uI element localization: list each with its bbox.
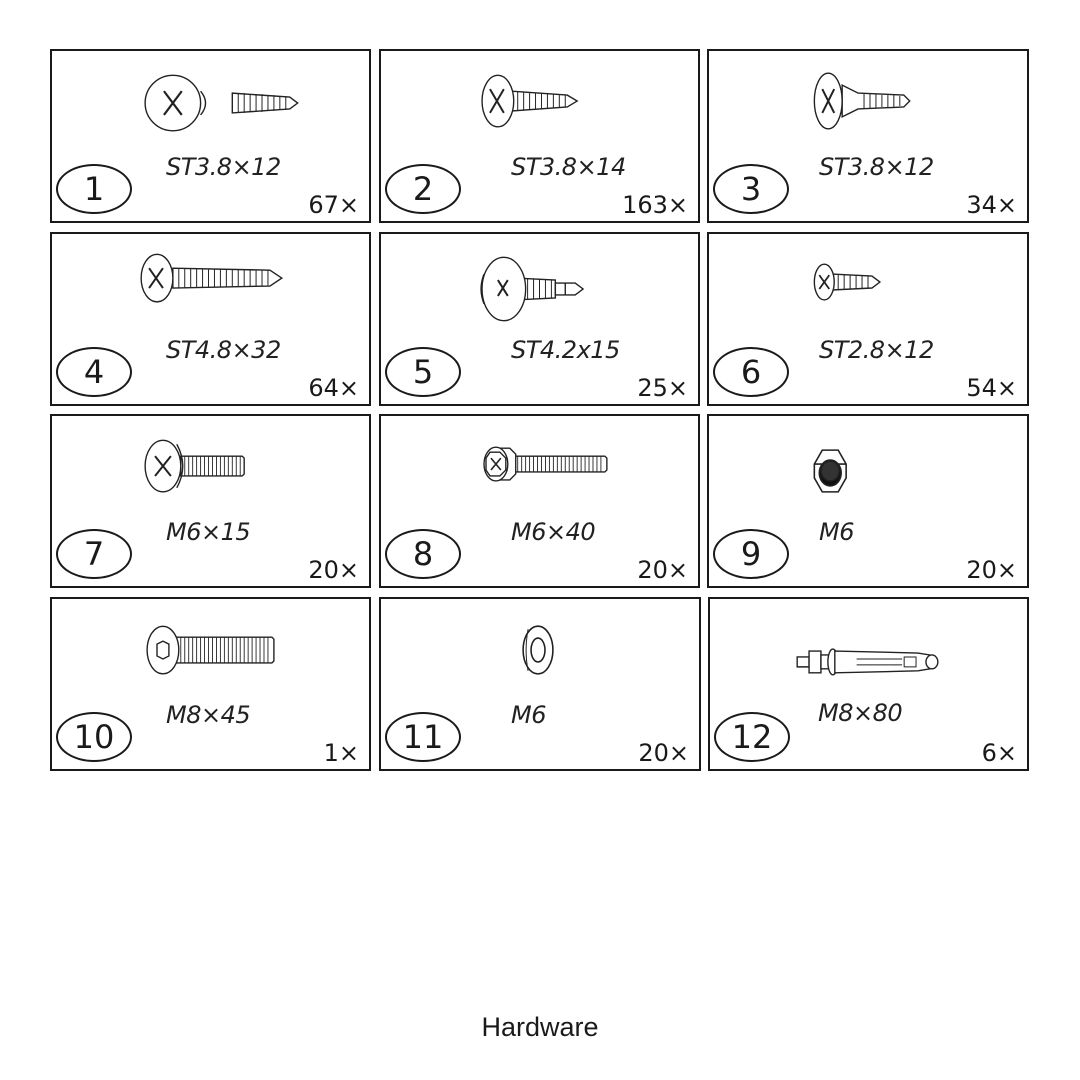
hardware-item: ST3.8×14 2 163× [379, 49, 700, 223]
item-number: 11 [385, 712, 461, 762]
item-spec: ST4.2x15 [511, 336, 620, 364]
item-quantity: 34× [966, 191, 1017, 219]
expansion-anchor-icon [710, 599, 1027, 709]
hardware-item: M8×80 12 6× [708, 597, 1029, 771]
item-quantity: 20× [966, 556, 1017, 584]
item-quantity: 20× [638, 739, 689, 767]
hardware-item: ST4.2x15 5 25× [379, 232, 700, 406]
item-spec: M6 [819, 518, 854, 546]
item-spec: M8×45 [166, 701, 251, 729]
item-spec: ST4.8×32 [166, 336, 281, 364]
item-spec: M6×40 [511, 518, 596, 546]
item-spec: M6×15 [166, 518, 251, 546]
item-number: 10 [56, 712, 132, 762]
item-number: 4 [56, 347, 132, 397]
item-spec: M8×80 [818, 699, 903, 727]
item-spec: M6 [511, 701, 546, 729]
item-number: 8 [385, 529, 461, 579]
hex-nut-icon [709, 416, 1027, 526]
item-quantity: 163× [622, 191, 688, 219]
pan-head-tapping-screw-icon [381, 51, 698, 161]
item-spec: ST2.8×12 [819, 336, 934, 364]
item-number: 12 [714, 712, 790, 762]
hex-flange-bolt-icon [381, 416, 698, 526]
hardware-item: ST3.8×12 1 67× [50, 49, 371, 223]
hardware-item: M6×15 7 20× [50, 414, 371, 588]
item-quantity: 6× [981, 739, 1017, 767]
countersunk-tapping-screw-icon [709, 51, 1027, 161]
page-caption: Hardware [481, 1012, 599, 1042]
item-quantity: 20× [637, 556, 688, 584]
item-number: 6 [713, 347, 789, 397]
small-tapping-screw-icon [709, 234, 1027, 344]
machine-screw-icon [52, 416, 369, 526]
item-quantity: 54× [966, 374, 1017, 402]
item-number: 5 [385, 347, 461, 397]
long-tapping-screw-icon [52, 234, 369, 344]
item-quantity: 64× [308, 374, 359, 402]
item-spec: ST3.8×12 [166, 153, 281, 181]
item-quantity: 67× [308, 191, 359, 219]
item-quantity: 1× [323, 739, 359, 767]
hardware-item: M6×40 8 20× [379, 414, 700, 588]
hardware-item: M8×45 10 1× [50, 597, 371, 771]
hardware-item: M6 11 20× [379, 597, 701, 771]
hex-socket-bolt-icon [52, 599, 369, 709]
item-number: 2 [385, 164, 461, 214]
washer-icon [381, 599, 699, 709]
item-spec: ST3.8×12 [819, 153, 934, 181]
hardware-item: ST3.8×12 3 34× [707, 49, 1029, 223]
item-number: 1 [56, 164, 132, 214]
item-spec: ST3.8×14 [511, 153, 626, 181]
item-number: 9 [713, 529, 789, 579]
self-drilling-screw-icon [381, 234, 698, 344]
item-quantity: 25× [637, 374, 688, 402]
item-number: 7 [56, 529, 132, 579]
hardware-item: ST2.8×12 6 54× [707, 232, 1029, 406]
hardware-item: M6 9 20× [707, 414, 1029, 588]
item-number: 3 [713, 164, 789, 214]
item-quantity: 20× [308, 556, 359, 584]
hardware-item: ST4.8×32 4 64× [50, 232, 371, 406]
pan-head-tapping-screw-icon [52, 51, 369, 161]
